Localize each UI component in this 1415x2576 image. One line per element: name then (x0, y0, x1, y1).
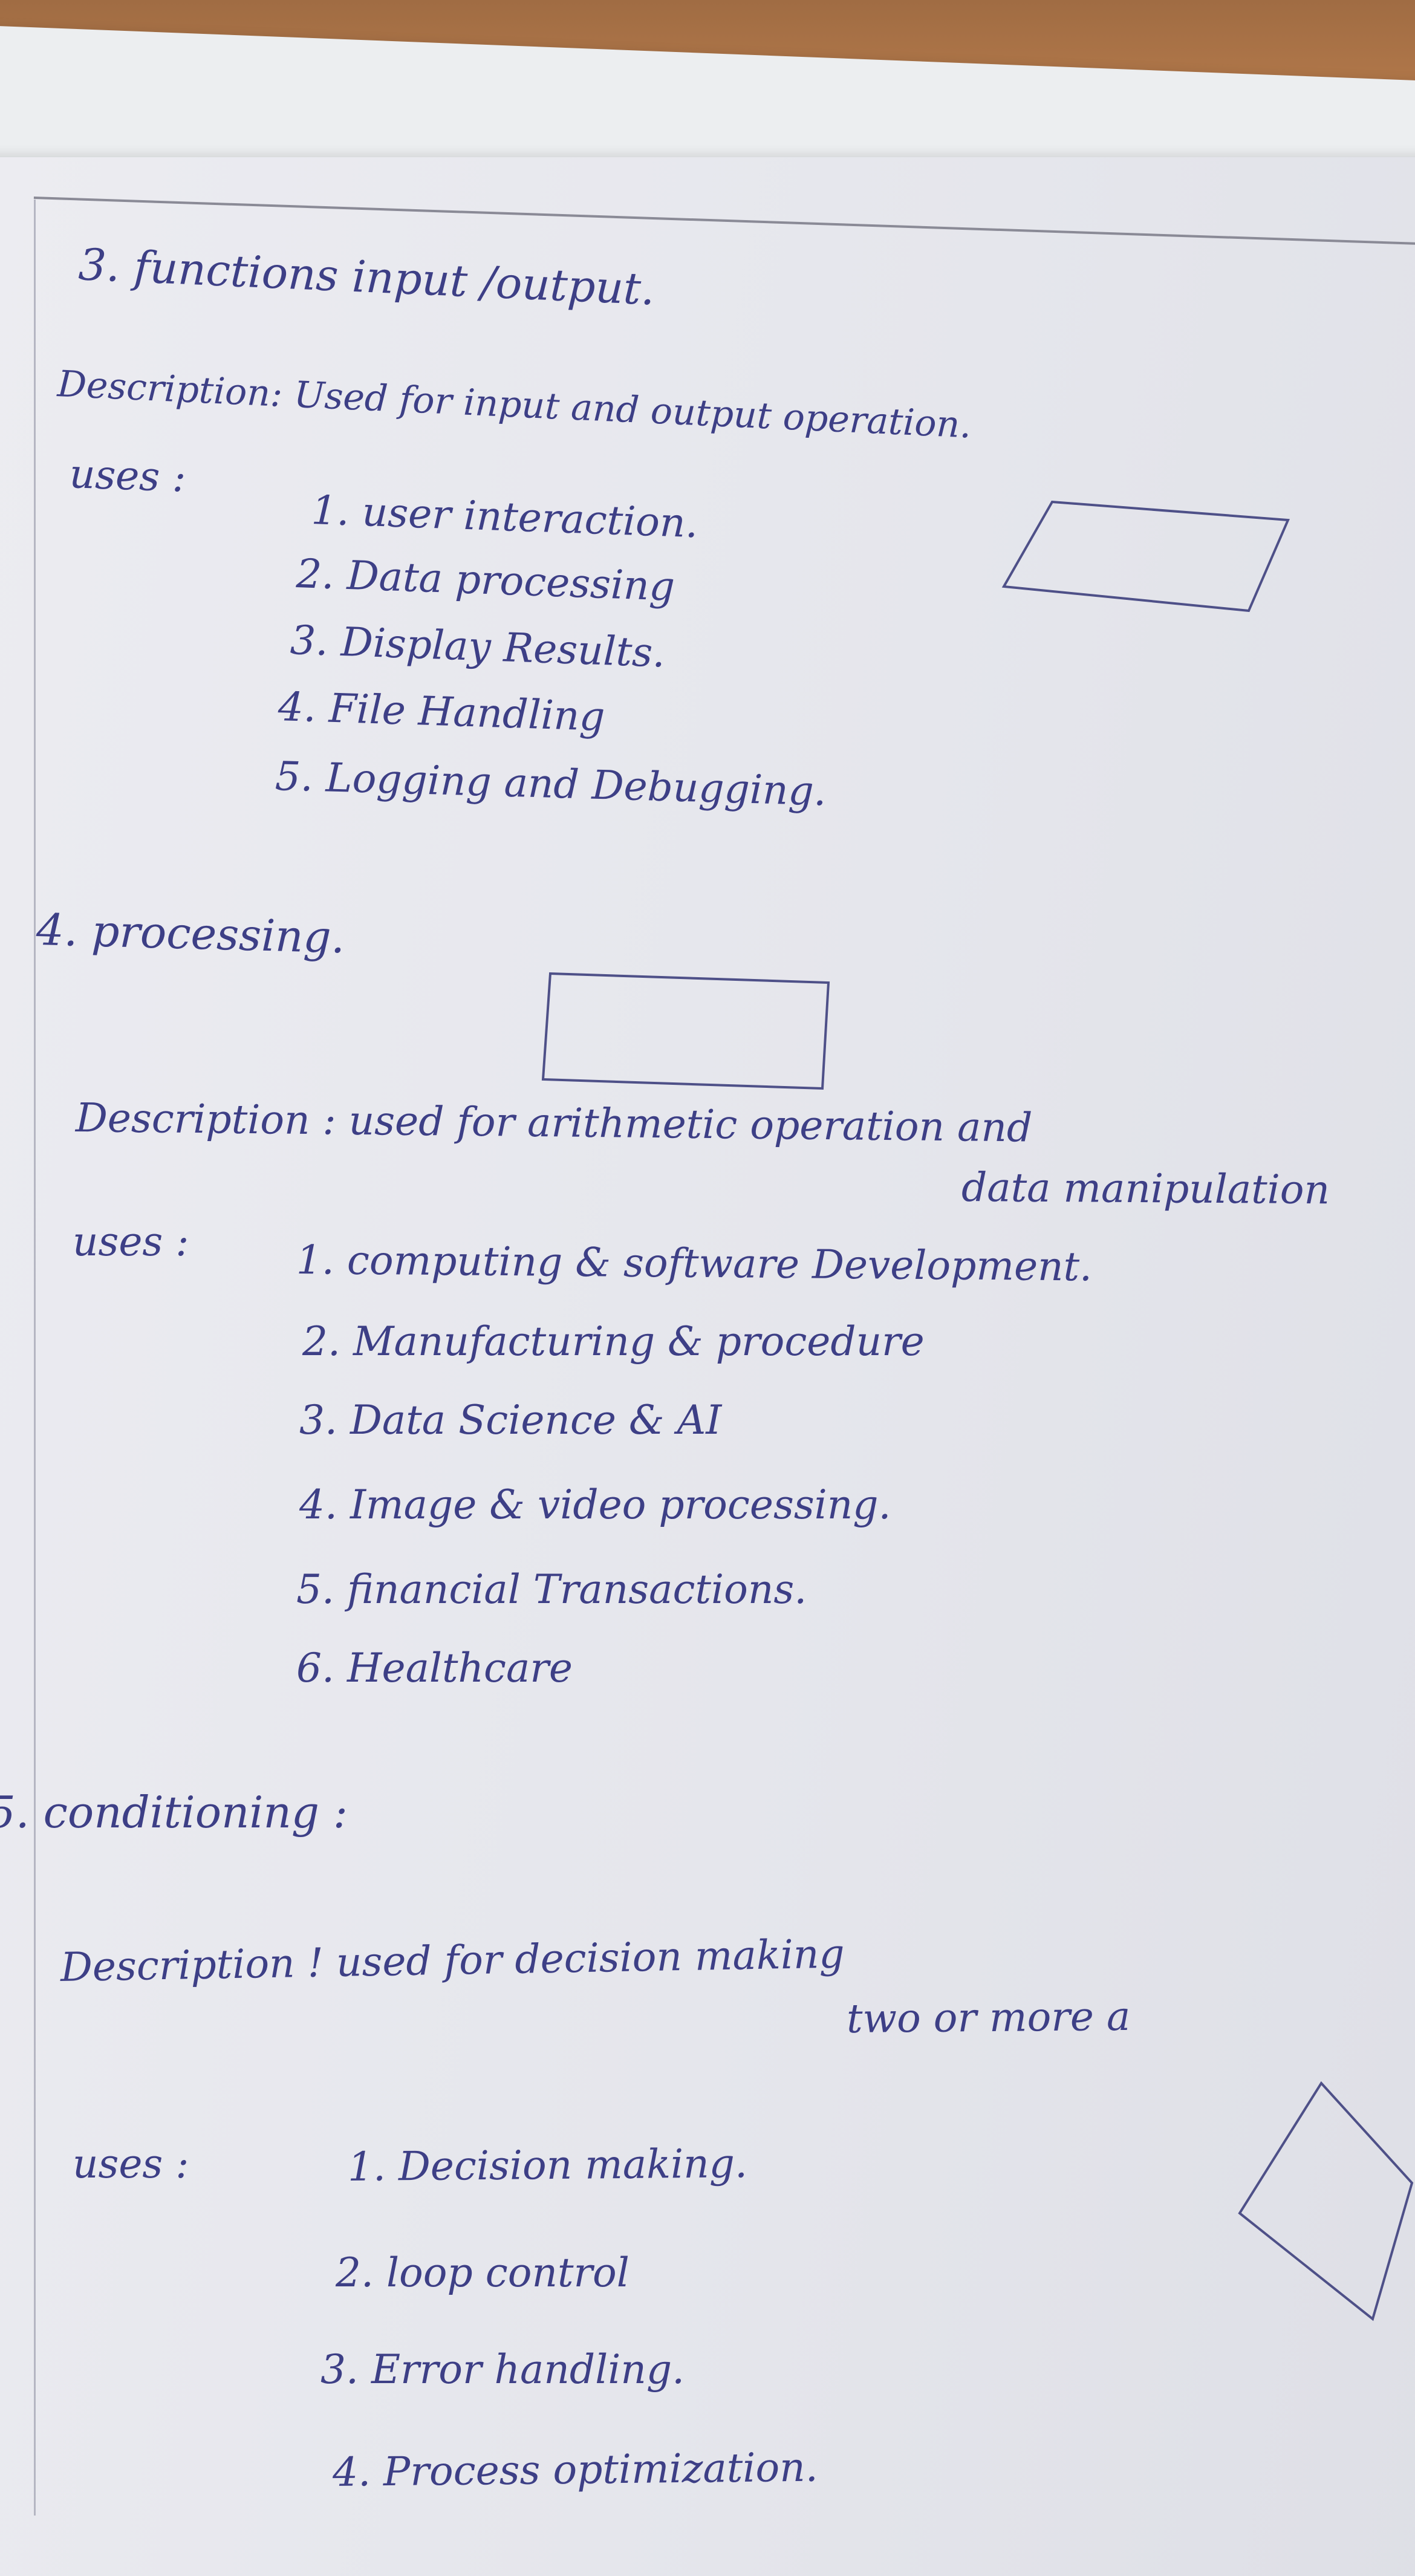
section4-heading: 4. processing. (35, 904, 346, 963)
section4-description-line2: data manipulation (961, 1164, 1330, 1214)
page-margin-rule (34, 200, 36, 2516)
section5-description-line2: two or more a (846, 1992, 1131, 2042)
rectangle-symbol (541, 972, 830, 1090)
diamond-symbol (1238, 2081, 1414, 2321)
section5-item-1: 1. Decision making. (347, 2140, 748, 2190)
parallelogram-symbol (1001, 500, 1290, 613)
section4-item-6: 6. Healthcare (296, 1645, 573, 1691)
notebook-page (0, 157, 1415, 2576)
section5-item-3: 3. Error handling. (320, 2346, 685, 2393)
section4-item-4: 4. Image & video processing. (299, 1482, 891, 1528)
section5-item-4: 4. Process optimization. (332, 2444, 819, 2496)
section4-item-3: 3. Data Science & AI (299, 1397, 722, 1443)
section5-item-2: 2. loop control (336, 2249, 629, 2296)
section5-heading: 5. conditioning : (0, 1787, 348, 1838)
section5-uses-label: uses : (73, 2141, 189, 2187)
section3-uses-label: uses : (68, 450, 187, 501)
section4-item-5: 5. financial Transactions. (296, 1566, 807, 1613)
section4-item-1: 1. computing & software Development. (296, 1237, 1093, 1290)
section4-item-2: 2. Manufacturing & procedure (302, 1318, 925, 1365)
section4-uses-label: uses : (73, 1218, 189, 1265)
